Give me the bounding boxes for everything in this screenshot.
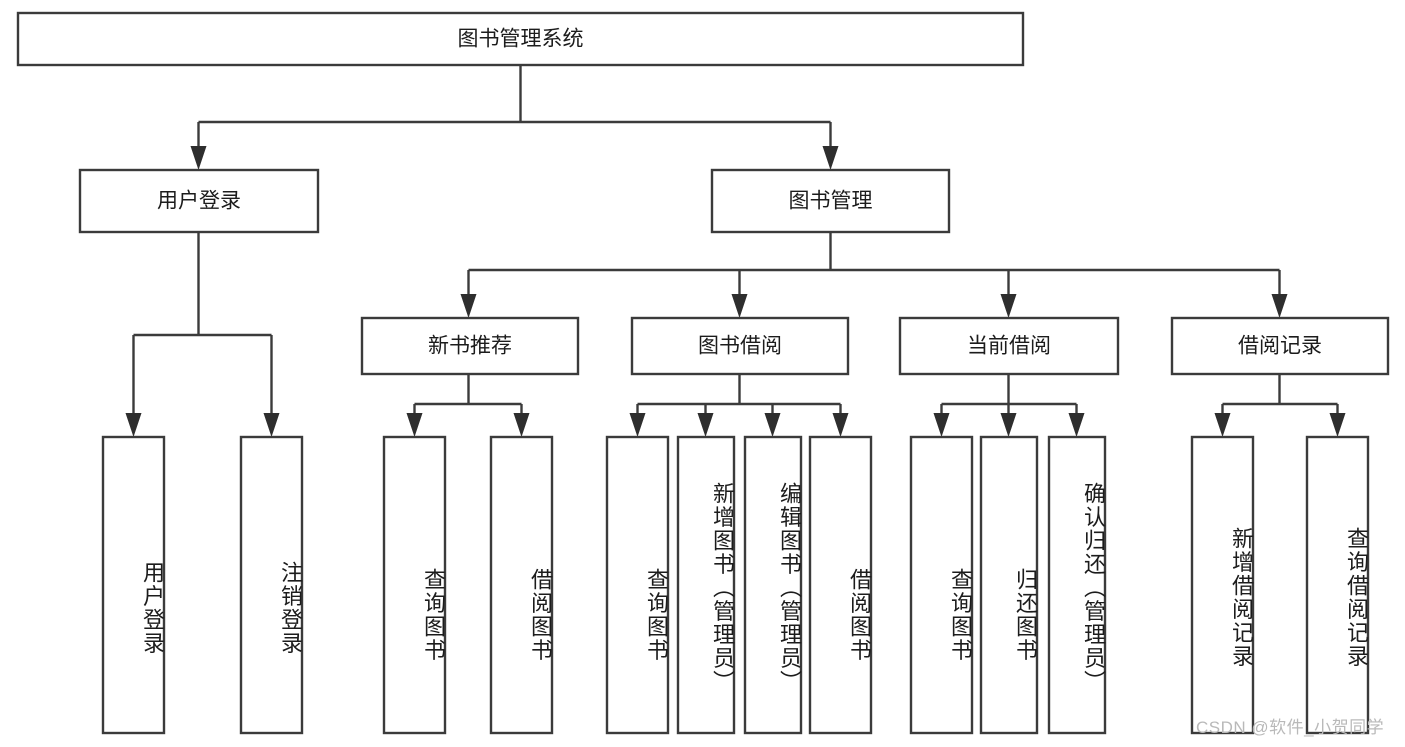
node-box-book-borrow[interactable] — [630, 316, 850, 376]
arrow-head-icon-leaf-borrow-book-1 — [513, 413, 530, 437]
arrow-head-icon-book-borrow — [731, 294, 748, 318]
arrow-head-icon-leaf-add-book — [697, 413, 714, 437]
node-box-leaf-user-login[interactable] — [101, 435, 166, 735]
leaf-box-group — [101, 435, 1370, 735]
arrow-head-icon-leaf-user-login — [125, 413, 142, 437]
arrow-head-icon-root-user-login — [190, 146, 207, 170]
leaf-hit-query-book-3[interactable] — [911, 437, 972, 733]
node-box-new-book-recommend[interactable] — [360, 316, 580, 376]
leaf-hit-query-book-1[interactable] — [384, 437, 445, 733]
node-box-user-login[interactable] — [78, 168, 320, 234]
csdn-watermark: CSDN @软件_小贺同学 — [1196, 718, 1385, 737]
node-box-leaf-query-book-1[interactable] — [382, 435, 447, 735]
connector-group-root — [190, 65, 839, 170]
connector-group-book-management — [460, 232, 1288, 318]
leaf-hit-logout-login[interactable] — [241, 437, 302, 733]
leaf-hit-borrow-book-2[interactable] — [810, 437, 871, 733]
node-root[interactable]: 图书管理系统 — [16, 11, 1025, 67]
node-current-borrow[interactable]: 当前借阅 — [898, 316, 1120, 376]
node-box-book-management[interactable] — [710, 168, 951, 234]
leaf-hit-confirm-return[interactable] — [1049, 437, 1105, 733]
node-box-leaf-query-book-2[interactable] — [605, 435, 670, 735]
node-book-borrow[interactable]: 图书借阅 — [630, 316, 850, 376]
node-new-book-recommend[interactable]: 新书推荐 — [360, 316, 580, 376]
leaf-hit-edit-book[interactable] — [745, 437, 801, 733]
node-box-current-borrow[interactable] — [898, 316, 1120, 376]
arrow-head-icon-root-book-management — [822, 146, 839, 170]
arrow-head-icon-leaf-edit-book — [764, 413, 781, 437]
node-label-current-borrow: 当前借阅 — [967, 335, 1051, 358]
node-box-leaf-add-book[interactable] — [676, 435, 736, 735]
leaf-hit-add-borrow-record[interactable] — [1192, 437, 1253, 733]
node-box-root[interactable] — [16, 11, 1025, 67]
leaf-hit-query-book-2[interactable] — [607, 437, 668, 733]
arrow-head-icon-leaf-logout-login — [263, 413, 280, 437]
arrow-head-icon-leaf-add-borrow-record — [1214, 413, 1231, 437]
arrow-head-icon-new-book-recommend — [460, 294, 477, 318]
node-user-login[interactable]: 用户登录 — [78, 168, 320, 234]
node-borrow-record[interactable]: 借阅记录 — [1170, 316, 1390, 376]
connector-group-user-login-leaves — [125, 232, 280, 437]
node-label-user-login: 用户登录 — [157, 190, 241, 213]
connector-group-book-borrow-leaves — [629, 374, 849, 437]
leaf-hit-add-book[interactable] — [678, 437, 734, 733]
arrow-head-icon-current-borrow — [1000, 294, 1017, 318]
arrow-head-icon-leaf-query-book-2 — [629, 413, 646, 437]
connector-group-borrow-record-leaves — [1214, 374, 1346, 437]
node-box-leaf-borrow-book-2[interactable] — [808, 435, 873, 735]
node-box-leaf-query-borrow-record[interactable] — [1305, 435, 1370, 735]
node-label-book-borrow: 图书借阅 — [698, 335, 782, 358]
node-box-leaf-confirm-return[interactable] — [1047, 435, 1107, 735]
arrow-head-icon-leaf-return-book — [1000, 413, 1017, 437]
arrow-head-icon-leaf-query-book-1 — [406, 413, 423, 437]
node-box-leaf-logout-login[interactable] — [239, 435, 304, 735]
node-box-leaf-query-book-3[interactable] — [909, 435, 974, 735]
arrow-head-icon-leaf-query-borrow-record — [1329, 413, 1346, 437]
connector-group-new-book-recommend-leaves — [406, 374, 530, 437]
node-box-borrow-record[interactable] — [1170, 316, 1390, 376]
node-label-book-management: 图书管理 — [789, 190, 873, 213]
arrow-head-icon-leaf-confirm-return — [1068, 413, 1085, 437]
node-label-root: 图书管理系统 — [458, 28, 584, 51]
leaf-hit-return-book[interactable] — [981, 437, 1037, 733]
node-label-borrow-record: 借阅记录 — [1238, 335, 1322, 358]
arrow-head-icon-leaf-borrow-book-2 — [832, 413, 849, 437]
node-box-leaf-borrow-book-1[interactable] — [489, 435, 554, 735]
connector-group-current-borrow-leaves — [933, 374, 1085, 437]
arrow-head-icon-leaf-query-book-3 — [933, 413, 950, 437]
node-box-leaf-edit-book[interactable] — [743, 435, 803, 735]
node-box-leaf-add-borrow-record[interactable] — [1190, 435, 1255, 735]
leaf-hit-user-login[interactable] — [103, 437, 164, 733]
node-book-management[interactable]: 图书管理 — [710, 168, 951, 234]
node-label-new-book-recommend: 新书推荐 — [428, 335, 512, 358]
node-box-leaf-return-book[interactable] — [979, 435, 1039, 735]
arrow-head-icon-borrow-record — [1271, 294, 1288, 318]
leaf-hit-query-borrow-record[interactable] — [1307, 437, 1368, 733]
leaf-hit-borrow-book-1[interactable] — [491, 437, 552, 733]
